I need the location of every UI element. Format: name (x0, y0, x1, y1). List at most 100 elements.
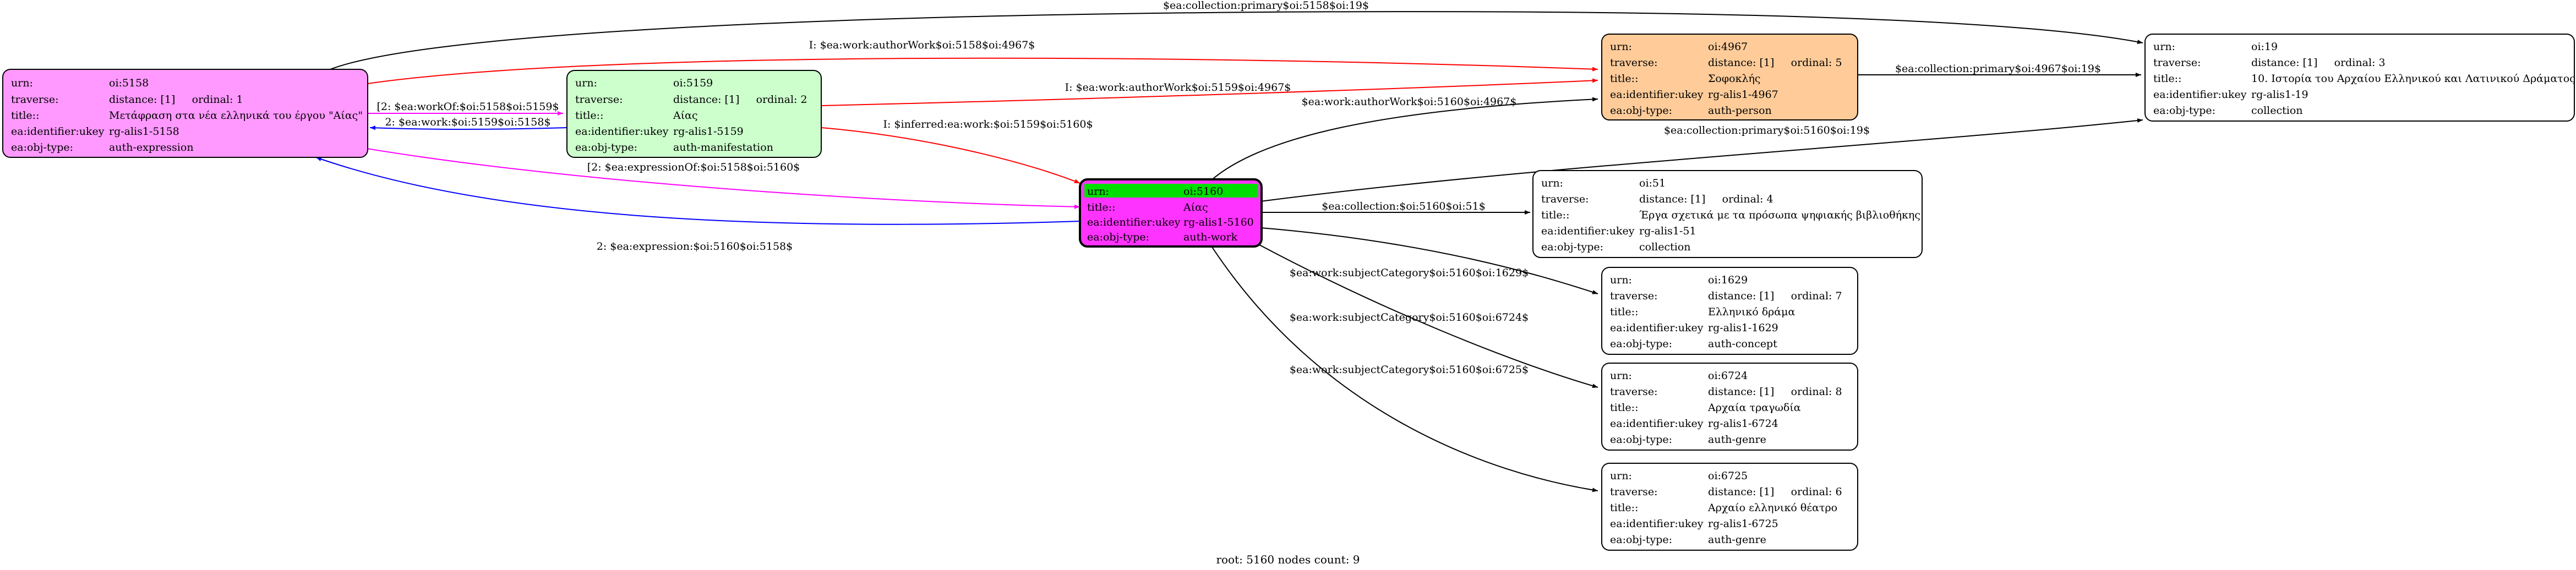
edge-label: [2: $ea:expressionOf:$oi:5158$oi:5160$ (587, 161, 800, 173)
nodes: urn: oi:5158 traverse: distance: [1] ord… (2, 34, 2575, 551)
node-6724-ukey-key: ea:identifier:ukey (1610, 418, 1704, 430)
node-5158-title-key: title:: (11, 109, 39, 122)
node-1629-urn-key: urn: (1610, 274, 1632, 286)
node-19[interactable]: urn: oi:19 traverse: distance: [1] ordin… (2144, 34, 2575, 122)
node-5159-ukey-key: ea:identifier:ukey (575, 125, 669, 138)
node-5159-traverse-value: distance: [1] ordinal: 2 (673, 94, 807, 106)
node-1629-objtype-value: auth-concept (1708, 338, 1777, 350)
node-1629[interactable]: urn: oi:1629 traverse: distance: [1] ord… (1601, 267, 1858, 355)
edge-5158-to-5160: [2: $ea:expressionOf:$oi:5158$oi:5160$ (341, 144, 1080, 209)
node-4967-ukey-value: rg-alis1-4967 (1708, 89, 1778, 101)
edge-5159-to-5160: I: $inferred:ea:work:$oi:5159$oi:5160$ (821, 118, 1093, 184)
edge-label: $ea:collection:primary$oi:5160$oi:19$ (1664, 124, 1870, 136)
node-5159-urn-value: oi:5159 (673, 77, 713, 89)
node-6725-traverse-value: distance: [1] ordinal: 6 (1708, 486, 1842, 498)
node-1629-traverse-value: distance: [1] ordinal: 7 (1708, 290, 1842, 302)
node-19-ukey-key: ea:identifier:ukey (2153, 89, 2247, 101)
node-19-objtype-key: ea:obj-type: (2153, 105, 2215, 117)
edge-label: I: $inferred:ea:work:$oi:5159$oi:5160$ (883, 118, 1093, 130)
edge-label: $ea:work:authorWork$oi:5160$oi:4967$ (1302, 96, 1517, 108)
node-5160-urn-key: urn: (1087, 185, 1109, 198)
node-5159-title-key: title:: (575, 109, 603, 122)
node-4967-traverse-key: traverse: (1610, 57, 1658, 69)
edge-5158-to-5159: [2: $ea:workOf:$oi:5158$oi:5159$ (368, 101, 563, 116)
node-4967-urn-key: urn: (1610, 41, 1632, 53)
node-4967-urn-value: oi:4967 (1708, 41, 1748, 53)
node-5158-urn-key: urn: (11, 77, 33, 89)
node-5158[interactable]: urn: oi:5158 traverse: distance: [1] ord… (2, 69, 368, 158)
node-6725-title-key: title:: (1610, 502, 1638, 514)
node-5159-ukey-value: rg-alis1-5159 (673, 125, 744, 138)
node-51-objtype-key: ea:obj-type: (1541, 241, 1603, 253)
node-5158-traverse-value: distance: [1] ordinal: 1 (109, 94, 243, 106)
edge-label: $ea:collection:primary$oi:5158$oi:19$ (1163, 0, 1369, 12)
node-51-title-key: title:: (1541, 209, 1569, 221)
node-5158-ukey-key: ea:identifier:ukey (11, 125, 105, 138)
node-19-title-key: title:: (2153, 73, 2181, 85)
node-6725-objtype-value: auth-genre (1708, 534, 1766, 546)
node-5160-objtype-value: auth-work (1183, 231, 1238, 243)
node-6724[interactable]: urn: oi:6724 traverse: distance: [1] ord… (1601, 363, 1858, 451)
node-1629-objtype-key: ea:obj-type: (1610, 338, 1672, 350)
edge-label: $ea:collection:primary$oi:4967$oi:19$ (1895, 63, 2101, 75)
edge-5159-to-5158: 2: $ea:work:$oi:5159$oi:5158$ (369, 116, 567, 130)
node-4967-title-key: title:: (1610, 73, 1638, 85)
root-urn-highlight (1084, 184, 1258, 198)
node-6725-objtype-key: ea:obj-type: (1610, 534, 1672, 546)
node-19-title-value: 10. Ιστορία του Αρχαίου Ελληνικού και Λα… (2251, 73, 2575, 85)
edge-label: 2: $ea:expression:$oi:5160$oi:5158$ (597, 240, 793, 253)
edge-4967-to-19: $ea:collection:primary$oi:4967$oi:19$ (1858, 63, 2141, 77)
node-6724-objtype-value: auth-genre (1708, 434, 1766, 446)
edge-label: 2: $ea:work:$oi:5159$oi:5158$ (385, 116, 550, 128)
edge-label: $ea:work:subjectCategory$oi:5160$oi:6725… (1290, 364, 1529, 376)
node-4967-objtype-value: auth-person (1708, 105, 1772, 117)
node-5159-objtype-value: auth-manifestation (673, 141, 773, 154)
edge-5160-to-6725: $ea:work:subjectCategory$oi:5160$oi:6725… (1210, 245, 1598, 492)
edge-label: [2: $ea:workOf:$oi:5158$oi:5159$ (376, 101, 559, 113)
edge-5159-to-4967: I: $ea:work:authorWork$oi:5159$oi:4967$ (821, 78, 1598, 106)
edge-label: $ea:work:subjectCategory$oi:5160$oi:1629… (1290, 267, 1529, 279)
node-5160-objtype-key: ea:obj-type: (1087, 231, 1149, 243)
node-5159[interactable]: urn: oi:5159 traverse: distance: [1] ord… (566, 70, 822, 158)
node-51-urn-key: urn: (1541, 177, 1563, 189)
node-5159-objtype-key: ea:obj-type: (575, 141, 637, 154)
node-5160-ukey-key: ea:identifier:ukey (1087, 216, 1181, 228)
edge-5160-to-4967: $ea:work:authorWork$oi:5160$oi:4967$ (1210, 96, 1598, 181)
node-51-urn-value: oi:51 (1639, 177, 1666, 189)
node-6725-ukey-key: ea:identifier:ukey (1610, 518, 1704, 530)
edge-5160-to-6724: $ea:work:subjectCategory$oi:5160$oi:6724… (1243, 236, 1598, 388)
node-5158-objtype-value: auth-expression (109, 141, 194, 154)
node-51-ukey-value: rg-alis1-51 (1639, 225, 1696, 237)
node-5160-root[interactable]: urn: oi:5160 title:: Αίας ea:identifier:… (1079, 178, 1263, 248)
node-5158-ukey-value: rg-alis1-5158 (109, 125, 179, 138)
node-19-urn-value: oi:19 (2251, 41, 2278, 53)
node-1629-ukey-key: ea:identifier:ukey (1610, 322, 1704, 334)
node-5159-traverse-key: traverse: (575, 94, 623, 106)
node-5159-urn-key: urn: (575, 77, 597, 89)
edge-5160-to-5158: 2: $ea:expression:$oi:5160$oi:5158$ (315, 157, 1082, 253)
edge-5160-to-1629: $ea:work:subjectCategory$oi:5160$oi:1629… (1260, 227, 1598, 294)
node-51-traverse-key: traverse: (1541, 193, 1589, 205)
node-19-urn-key: urn: (2153, 41, 2175, 53)
edge-5160-to-19: $ea:collection:primary$oi:5160$oi:19$ (1260, 118, 2143, 202)
node-1629-urn-value: oi:1629 (1708, 274, 1748, 286)
node-6725[interactable]: urn: oi:6725 traverse: distance: [1] ord… (1601, 463, 1858, 551)
node-51[interactable]: urn: oi:51 traverse: distance: [1] ordin… (1532, 170, 1923, 258)
node-6725-urn-key: urn: (1610, 470, 1632, 482)
node-5158-objtype-key: ea:obj-type: (11, 141, 73, 154)
node-5160-urn-value: oi:5160 (1183, 185, 1223, 198)
node-1629-traverse-key: traverse: (1610, 290, 1658, 302)
node-6724-title-value: Αρχαία τραγωδία (1707, 402, 1801, 414)
node-5158-title-value: Μετάφραση στα νέα ελληνικά του έργου "Αί… (109, 109, 363, 122)
node-5159-title-value: Αίας (673, 109, 698, 122)
node-5158-urn-value: oi:5158 (109, 77, 149, 89)
node-6725-traverse-key: traverse: (1610, 486, 1658, 498)
node-6725-title-value: Αρχαίο ελληνικό θέατρο (1707, 502, 1837, 514)
node-51-traverse-value: distance: [1] ordinal: 4 (1639, 193, 1773, 205)
node-4967[interactable]: urn: oi:4967 traverse: distance: [1] ord… (1601, 34, 1858, 120)
node-4967-objtype-key: ea:obj-type: (1610, 105, 1672, 117)
node-51-objtype-value: collection (1639, 241, 1691, 253)
node-19-traverse-value: distance: [1] ordinal: 3 (2251, 57, 2386, 69)
node-19-objtype-value: collection (2251, 105, 2303, 117)
